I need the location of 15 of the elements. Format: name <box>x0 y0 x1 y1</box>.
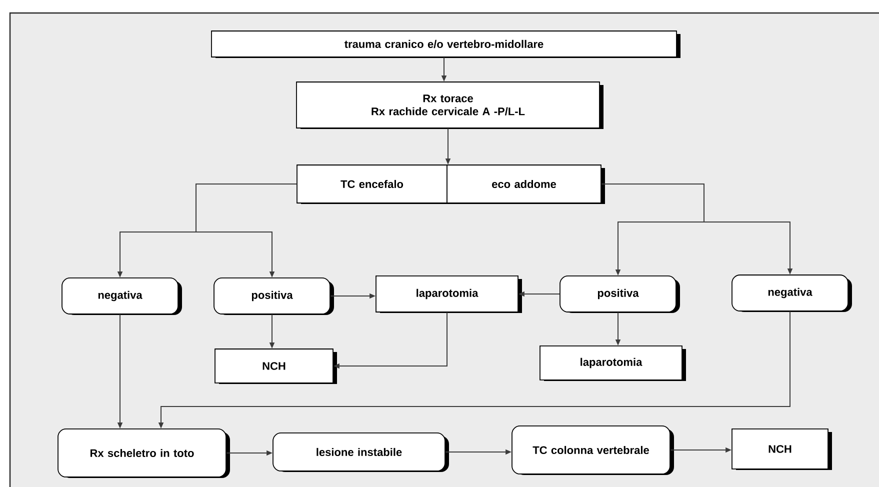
process-box: NCH <box>214 348 337 384</box>
result-box: TC colonna vertebrale <box>512 426 674 475</box>
result-box: positiva <box>560 276 680 313</box>
result-box: positiva <box>214 278 334 315</box>
process-box: laparotomia <box>376 276 522 313</box>
process-box: trauma cranico e/o vertebro-midollare <box>211 30 680 58</box>
process-box: eco addome <box>446 164 605 204</box>
process-box: TC encefalo <box>296 164 451 204</box>
result-box: negativa <box>62 278 182 315</box>
process-box: laparotomia <box>540 346 686 381</box>
result-box: lesione instabile <box>272 432 449 472</box>
result-box: negativa <box>732 274 852 312</box>
result-box: Rx scheletro in toto <box>58 428 230 478</box>
process-box: Rx torace Rx rachide cervicale A -P/L-L <box>296 82 604 129</box>
process-box: NCH <box>732 428 832 470</box>
